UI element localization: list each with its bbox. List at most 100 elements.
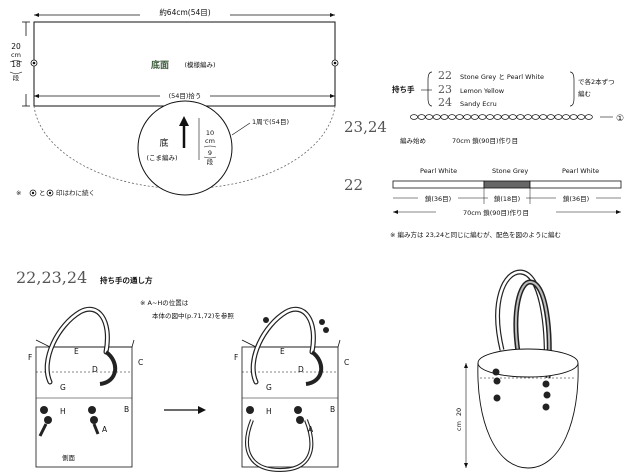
chain-stitch bbox=[584, 114, 593, 120]
chain-stitch bbox=[470, 114, 479, 120]
seg3-color: Pearl White bbox=[562, 167, 599, 175]
legend-text-24: Sandy Ecru bbox=[460, 100, 497, 108]
bag-body bbox=[477, 362, 579, 469]
arrow-up-icon bbox=[179, 116, 189, 126]
chain-stitch bbox=[508, 114, 517, 120]
point-label-g: G bbox=[60, 383, 66, 392]
svg-text:E: E bbox=[280, 347, 285, 356]
svg-text:A: A bbox=[308, 425, 314, 434]
circle-sublabel: (こま編み) bbox=[146, 153, 177, 162]
chain-stitch bbox=[486, 114, 494, 120]
seg2-color: Stone Grey bbox=[492, 167, 528, 175]
side-dimension-rows-unit: 段 bbox=[13, 73, 20, 82]
footnote-text: 印はわに続く bbox=[56, 188, 95, 197]
chain-22-label: 22 bbox=[344, 176, 363, 194]
circle-label: 底 bbox=[159, 137, 168, 149]
circle-dimension-cm-unit: cm bbox=[205, 137, 215, 145]
bag-side-panel bbox=[35, 346, 133, 468]
chain-stitch bbox=[531, 114, 540, 120]
chain-stitch bbox=[501, 114, 510, 120]
legend-num-22: 22 bbox=[438, 69, 452, 82]
circled-1: ① bbox=[616, 114, 624, 124]
finished-bag: 20 cm bbox=[455, 269, 579, 469]
knot-icon bbox=[40, 406, 48, 414]
handle-strap bbox=[44, 306, 110, 385]
chain-22-note: ※ 編み方は 23,24と同じに編むが、配色を図のように編む bbox=[390, 230, 561, 239]
legend-num-23: 23 bbox=[438, 83, 452, 96]
legend-text-22: Stone Grey と Pearl White bbox=[460, 73, 544, 81]
seg1-color: Pearl White bbox=[420, 167, 457, 175]
handle-legend: 持ち手 22 Stone Grey と Pearl White 23 Lemon… bbox=[392, 69, 615, 109]
chain-seg-2 bbox=[483, 180, 531, 189]
point-label-c: C bbox=[138, 358, 143, 367]
point-label-h: H bbox=[60, 407, 66, 416]
threading-title: 持ち手の通し方 bbox=[100, 275, 153, 285]
bag-side-panel-after bbox=[241, 346, 339, 468]
chain-stitch bbox=[577, 114, 586, 120]
chain-stitch bbox=[417, 114, 426, 120]
bag-height-unit: cm bbox=[455, 421, 463, 431]
chain-23-24-length: 70cm 鎖(90目)作り目 bbox=[452, 136, 518, 145]
chain-seg-1 bbox=[392, 180, 485, 189]
seg2-count: 鎖(18目) bbox=[494, 194, 520, 203]
side-view-before: E F D C G B H A 側面 bbox=[28, 306, 143, 468]
chain-stitch bbox=[455, 114, 464, 120]
svg-text:H: H bbox=[266, 407, 272, 416]
legend-bracket-note-1: で各2本ずつ bbox=[578, 77, 615, 86]
chain-stitch bbox=[516, 114, 525, 120]
chain-stitch bbox=[448, 114, 456, 120]
point-label-d: D bbox=[92, 365, 98, 374]
chain-stitches bbox=[410, 114, 593, 120]
side-label: 側面 bbox=[62, 454, 76, 462]
chain-stitch bbox=[432, 114, 441, 120]
arrow-right-big-icon bbox=[198, 406, 206, 414]
circle-dimension-rows: 9 bbox=[208, 149, 212, 157]
legend-num-24: 24 bbox=[438, 96, 452, 109]
legend-text-23: Lemon Yellow bbox=[460, 87, 505, 95]
svg-text:F: F bbox=[234, 353, 238, 362]
chain-stitch bbox=[410, 114, 418, 120]
side-dimension-rows: 18 bbox=[11, 60, 21, 69]
threading-title-num: 22,23,24 bbox=[16, 268, 87, 287]
legend-title: 持ち手 bbox=[392, 84, 415, 94]
legend-bracket-right bbox=[569, 71, 575, 107]
chain-stitch bbox=[569, 114, 578, 120]
round-note: 1周で(54目) bbox=[252, 118, 289, 126]
threading-note-1: ※ A~Hの位置は bbox=[140, 298, 189, 307]
chain-stitch bbox=[463, 114, 472, 120]
base-panel: 約64cm(54目) 20 cm 18 段 底面 (模様編み) (54目)拾う … bbox=[8, 7, 339, 197]
svg-text:G: G bbox=[266, 383, 272, 392]
footnote-mark: ※ bbox=[16, 189, 21, 197]
top-dimension-label: 約64cm(54目) bbox=[159, 7, 210, 17]
point-label-a: A bbox=[102, 425, 108, 434]
side-dimension-cm-unit: cm bbox=[11, 51, 21, 59]
bag-knot-icon bbox=[492, 368, 500, 376]
point-label-f: F bbox=[28, 353, 32, 362]
svg-text:と: と bbox=[39, 189, 46, 197]
side-view-after: E F D C G B H A bbox=[234, 306, 349, 473]
legend-bracket-note-2: 編む bbox=[578, 89, 591, 98]
chain-23-24-label: 23,24 bbox=[344, 118, 387, 136]
bag-height-cm: 20 bbox=[455, 408, 463, 416]
threading-section: 22,23,24 持ち手の通し方 ※ A~Hの位置は 本体の図中(p.71,72… bbox=[16, 268, 349, 473]
chain-stitch bbox=[440, 114, 449, 120]
chain-stitch bbox=[524, 114, 532, 120]
circle-dimension-rows-unit: 段 bbox=[207, 157, 214, 166]
svg-text:C: C bbox=[344, 358, 349, 367]
chain-seg-3 bbox=[529, 180, 622, 189]
chain-stitch bbox=[562, 114, 570, 120]
chain-stitch bbox=[554, 114, 563, 120]
chain-stitch bbox=[425, 114, 434, 120]
seg3-count: 鎖(36目) bbox=[563, 194, 589, 203]
chain-22-length: 70cm 鎖(90目)作り目 bbox=[463, 208, 529, 217]
seg1-count: 鎖(36目) bbox=[425, 194, 451, 203]
svg-text:D: D bbox=[298, 365, 304, 374]
legend-bracket-left bbox=[427, 71, 433, 107]
arrow-left-icon bbox=[34, 13, 39, 17]
handle-loop bbox=[245, 419, 314, 473]
point-label-e: E bbox=[74, 347, 79, 356]
chain-22: 22 Pearl White Stone Grey Pearl White 鎖(… bbox=[344, 167, 622, 239]
threading-note-2: 本体の図中(p.71,72)を参照 bbox=[152, 311, 234, 320]
side-dimension-cm: 20 bbox=[11, 42, 21, 51]
